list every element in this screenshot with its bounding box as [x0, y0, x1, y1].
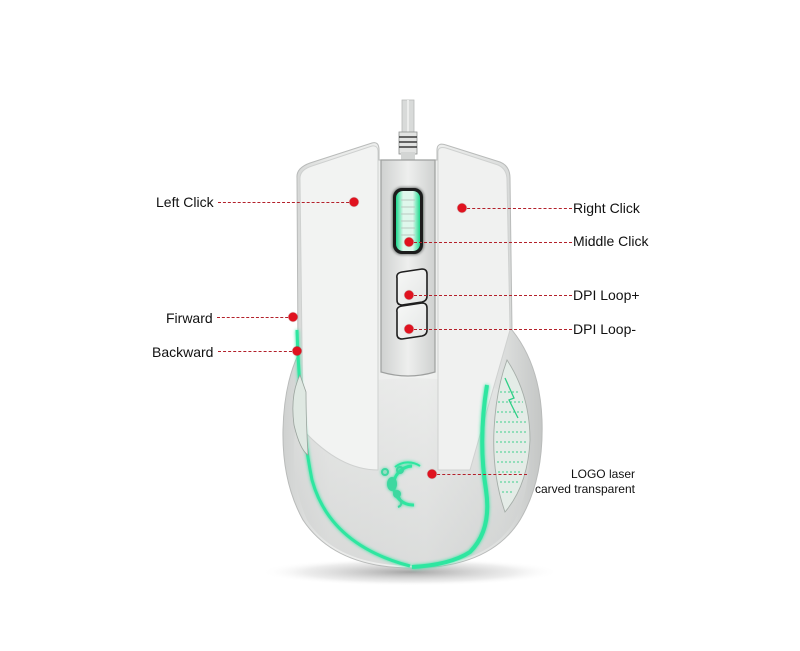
- scorpion-logo-icon: [381, 461, 421, 508]
- left-click-callout-line: [218, 202, 354, 203]
- dpi-plus-callout-line: [409, 295, 572, 296]
- dpi-minus-callout-line: [409, 329, 572, 330]
- dpi-minus-button: [396, 302, 428, 340]
- forward-callout-line: [217, 317, 293, 318]
- backward-marker: [292, 346, 302, 356]
- middle-click-label: Middle Click: [573, 233, 649, 249]
- logo-marker: [427, 469, 437, 479]
- right-light-strip: [411, 384, 490, 569]
- floor-shadow: [260, 558, 560, 586]
- dpi-minus-label: DPI Loop-: [573, 321, 637, 337]
- dpi-plus-label: DPI Loop+: [573, 287, 640, 303]
- dpi-plus-button: [396, 268, 428, 306]
- left-button-shell: [299, 145, 379, 471]
- right-click-label: Right Click: [573, 200, 640, 216]
- logo-label-line2: carved transparent: [534, 482, 635, 496]
- backward-callout-line: [218, 351, 297, 352]
- dpi-plus-marker: [404, 290, 414, 300]
- middle-click-marker: [404, 237, 414, 247]
- forward-marker: [288, 312, 298, 322]
- forward-label: Firward: [166, 310, 213, 326]
- logo-label: LOGO laser carved transparent: [529, 467, 635, 497]
- backward-label: Backward: [152, 344, 214, 360]
- logo-label-line1: LOGO laser: [570, 467, 635, 481]
- cable: [398, 99, 418, 162]
- scroll-wheel: [393, 188, 423, 254]
- right-click-callout-line: [462, 208, 572, 209]
- dpi-minus-marker: [404, 324, 414, 334]
- middle-click-callout-line: [409, 242, 572, 243]
- left-click-marker: [349, 197, 359, 207]
- right-click-marker: [457, 203, 467, 213]
- left-click-label: Left Click: [156, 194, 214, 210]
- left-side-grip: [292, 373, 309, 456]
- logo-callout-line: [432, 474, 527, 475]
